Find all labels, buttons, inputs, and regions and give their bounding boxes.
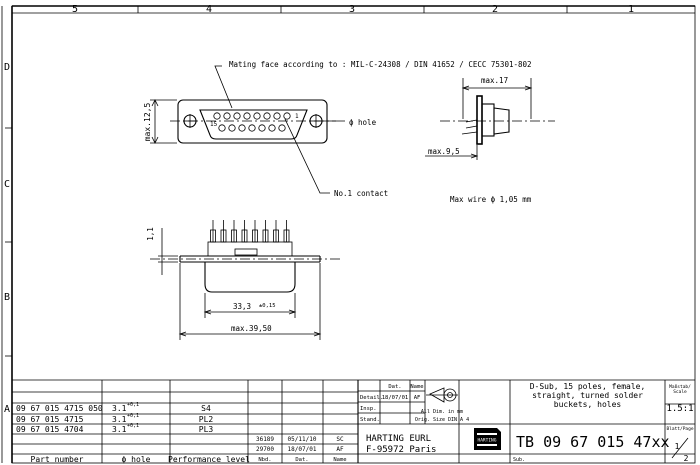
zone-row-d: D bbox=[4, 62, 10, 73]
zone-row-a: A bbox=[4, 404, 10, 415]
rev-header-date: Dat. bbox=[295, 457, 308, 463]
projection-symbol bbox=[426, 387, 458, 403]
dim-max-17: max.17 bbox=[481, 76, 508, 85]
sub-label: Sub. bbox=[513, 457, 525, 463]
dim-33-3-tolerance: ±0,15 bbox=[259, 303, 276, 309]
solder-bucket bbox=[252, 229, 258, 243]
contact-hole bbox=[268, 124, 276, 132]
scale-label: Maßstab/ bbox=[669, 384, 691, 390]
contact-hole bbox=[223, 112, 231, 120]
zone-col-2: 2 bbox=[492, 4, 498, 15]
detail-name: AF bbox=[414, 395, 421, 401]
zone-col-4: 4 bbox=[206, 4, 212, 15]
contact-hole bbox=[243, 112, 251, 120]
scale-value: 1.5:1 bbox=[666, 404, 693, 414]
hole-tolerance-2: +0,1 bbox=[127, 413, 139, 419]
logo-text: HARTING bbox=[478, 438, 497, 444]
rev-number-2: 29700 bbox=[256, 446, 274, 453]
solder-bucket bbox=[262, 229, 269, 243]
zone-row-b: B bbox=[4, 292, 10, 303]
scale-label-2: Scale bbox=[673, 389, 687, 395]
rev-name-1: SC bbox=[336, 436, 344, 443]
contact-1-label: 1 bbox=[295, 113, 299, 120]
detail-label: Detail. bbox=[360, 395, 383, 401]
solder-bucket bbox=[220, 229, 227, 243]
hole-note: ϕ hole bbox=[349, 118, 377, 127]
zone-col-5: 5 bbox=[72, 4, 78, 15]
level-value-1: S4 bbox=[201, 404, 211, 413]
front-view: 15 1 max.12,5 bbox=[143, 65, 345, 194]
dim-max-12-5: max.12,5 bbox=[143, 103, 152, 142]
description-box: D-Sub, 15 poles, female, straight, turne… bbox=[529, 382, 646, 409]
title-block-grid bbox=[12, 379, 695, 463]
header-hole: ϕ hole bbox=[122, 455, 151, 464]
contact-hole bbox=[238, 124, 246, 132]
zone-col-3: 3 bbox=[349, 4, 355, 15]
orig-size-note: Orig. Size DIN A 4 bbox=[415, 417, 469, 423]
side-view bbox=[425, 78, 555, 160]
zone-row-c: C bbox=[4, 179, 10, 190]
contact-hole bbox=[278, 124, 286, 132]
dim-33-3: 33,3 bbox=[233, 302, 251, 311]
contact-hole bbox=[258, 124, 266, 132]
level-value-2: PL2 bbox=[199, 415, 214, 424]
rev-date-1: 05/11/10 bbox=[288, 436, 317, 443]
contact-hole bbox=[218, 124, 226, 132]
description-text: D-Sub, 15 poles, female, straight, turne… bbox=[529, 382, 646, 409]
contact-hole bbox=[248, 124, 256, 132]
part-number-2: 09 67 015 4715 bbox=[16, 415, 84, 424]
solder-bucket bbox=[283, 229, 290, 243]
contact-15-label: 15 bbox=[210, 121, 218, 128]
rev-name-2: AF bbox=[336, 446, 344, 453]
detail-date: 18/07/01 bbox=[382, 395, 409, 401]
contact-1-note: No.1 contact bbox=[334, 189, 388, 198]
company-city: F-95972 Paris bbox=[366, 445, 436, 455]
dim-max-39-50: max.39,50 bbox=[231, 324, 272, 333]
dim-1-1: 1,1 bbox=[146, 227, 155, 241]
rev-number-1: 36189 bbox=[256, 436, 274, 443]
sheet-number: 1 bbox=[675, 442, 680, 451]
contact-hole bbox=[253, 112, 261, 120]
level-value-3: PL3 bbox=[199, 425, 214, 434]
solder-bucket bbox=[273, 229, 279, 243]
header-performance-level: Performance level bbox=[168, 455, 250, 464]
max-wire-note: Max wire ϕ 1,05 mm bbox=[450, 195, 532, 204]
dim-max-9-5: max.9,5 bbox=[428, 147, 460, 156]
solder-bucket bbox=[231, 229, 237, 243]
sheet-label: Blatt/Page bbox=[666, 426, 693, 432]
contact-hole bbox=[273, 112, 281, 120]
hole-tolerance-3: +0,1 bbox=[127, 423, 139, 429]
solder-bucket bbox=[241, 229, 248, 243]
hole-value-3: 3.1 bbox=[112, 425, 127, 434]
harting-logo: HARTING bbox=[474, 428, 501, 450]
contact-hole bbox=[233, 112, 241, 120]
insp-label: Insp. bbox=[360, 406, 377, 412]
contact-hole bbox=[228, 124, 236, 132]
hole-tolerance-1: +0,1 bbox=[127, 402, 139, 408]
hole-value-2: 3.1 bbox=[112, 415, 127, 424]
bottom-view bbox=[150, 220, 340, 340]
stand-label: Stand. bbox=[360, 417, 380, 423]
contact-hole bbox=[263, 112, 271, 120]
all-dim-note: All Dim. in mm bbox=[421, 409, 463, 415]
hole-value-1: 3.1 bbox=[112, 404, 127, 413]
part-number-1: 09 67 015 4715 050 bbox=[16, 404, 103, 413]
rev-header-name: Name bbox=[333, 457, 346, 463]
part-number-3: 09 67 015 4704 bbox=[16, 425, 84, 434]
tb-header-date: Dat. bbox=[388, 384, 401, 390]
contact-hole bbox=[213, 112, 221, 120]
zone-col-1: 1 bbox=[628, 4, 634, 15]
drawing-number: TB 09 67 015 47xx bbox=[516, 433, 670, 451]
rev-header-number: Nbd. bbox=[258, 457, 271, 463]
company-name: HARTING EURL bbox=[366, 434, 431, 444]
mating-face-note: Mating face according to : MIL-C-24308 /… bbox=[229, 60, 532, 69]
tb-header-name: Name bbox=[410, 384, 423, 390]
drawing-frame bbox=[1, 5, 696, 464]
rev-date-2: 18/07/01 bbox=[288, 446, 317, 453]
solder-bucket bbox=[210, 229, 216, 243]
sheet-total: 2 bbox=[684, 454, 689, 463]
header-part-number: Part number bbox=[31, 455, 84, 464]
contact-hole bbox=[283, 112, 291, 120]
